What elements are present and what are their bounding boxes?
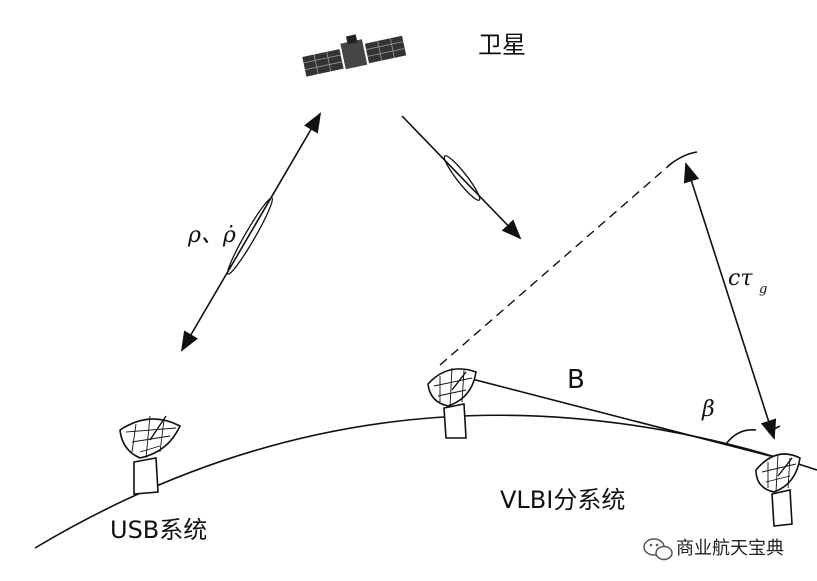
angle-arc [725, 428, 757, 445]
usb-wave-icon [226, 197, 274, 275]
wavefront-line [439, 161, 674, 366]
satellite-icon [302, 34, 407, 77]
vlbi-system-label: VLBI分系统 [500, 486, 625, 514]
wechat-icon [643, 538, 673, 561]
vlbi-antenna-2-icon [755, 453, 801, 527]
satellite-label: 卫星 [478, 31, 526, 59]
delay-label: cτ [728, 266, 753, 291]
watermark: 商业航天宝典 [643, 538, 784, 561]
range-label: ρ、ρ̇ [187, 223, 236, 248]
downlink-wave-icon [443, 155, 481, 201]
wavefront-tick [667, 151, 698, 167]
delay-subscript: g [759, 282, 767, 297]
usb-antenna-icon [119, 415, 182, 495]
delay-arrow [683, 162, 777, 440]
angle-label: β [701, 397, 715, 422]
usb-system-label: USB系统 [110, 516, 207, 544]
downlink-arrow [401, 115, 522, 240]
tick-right [767, 425, 781, 433]
baseline-label: B [567, 365, 585, 395]
baseline-line [467, 377, 771, 457]
usb-link-arrow [180, 112, 322, 352]
vlbi-antenna-1-icon [427, 367, 477, 439]
watermark-text: 商业航天宝典 [676, 538, 784, 559]
